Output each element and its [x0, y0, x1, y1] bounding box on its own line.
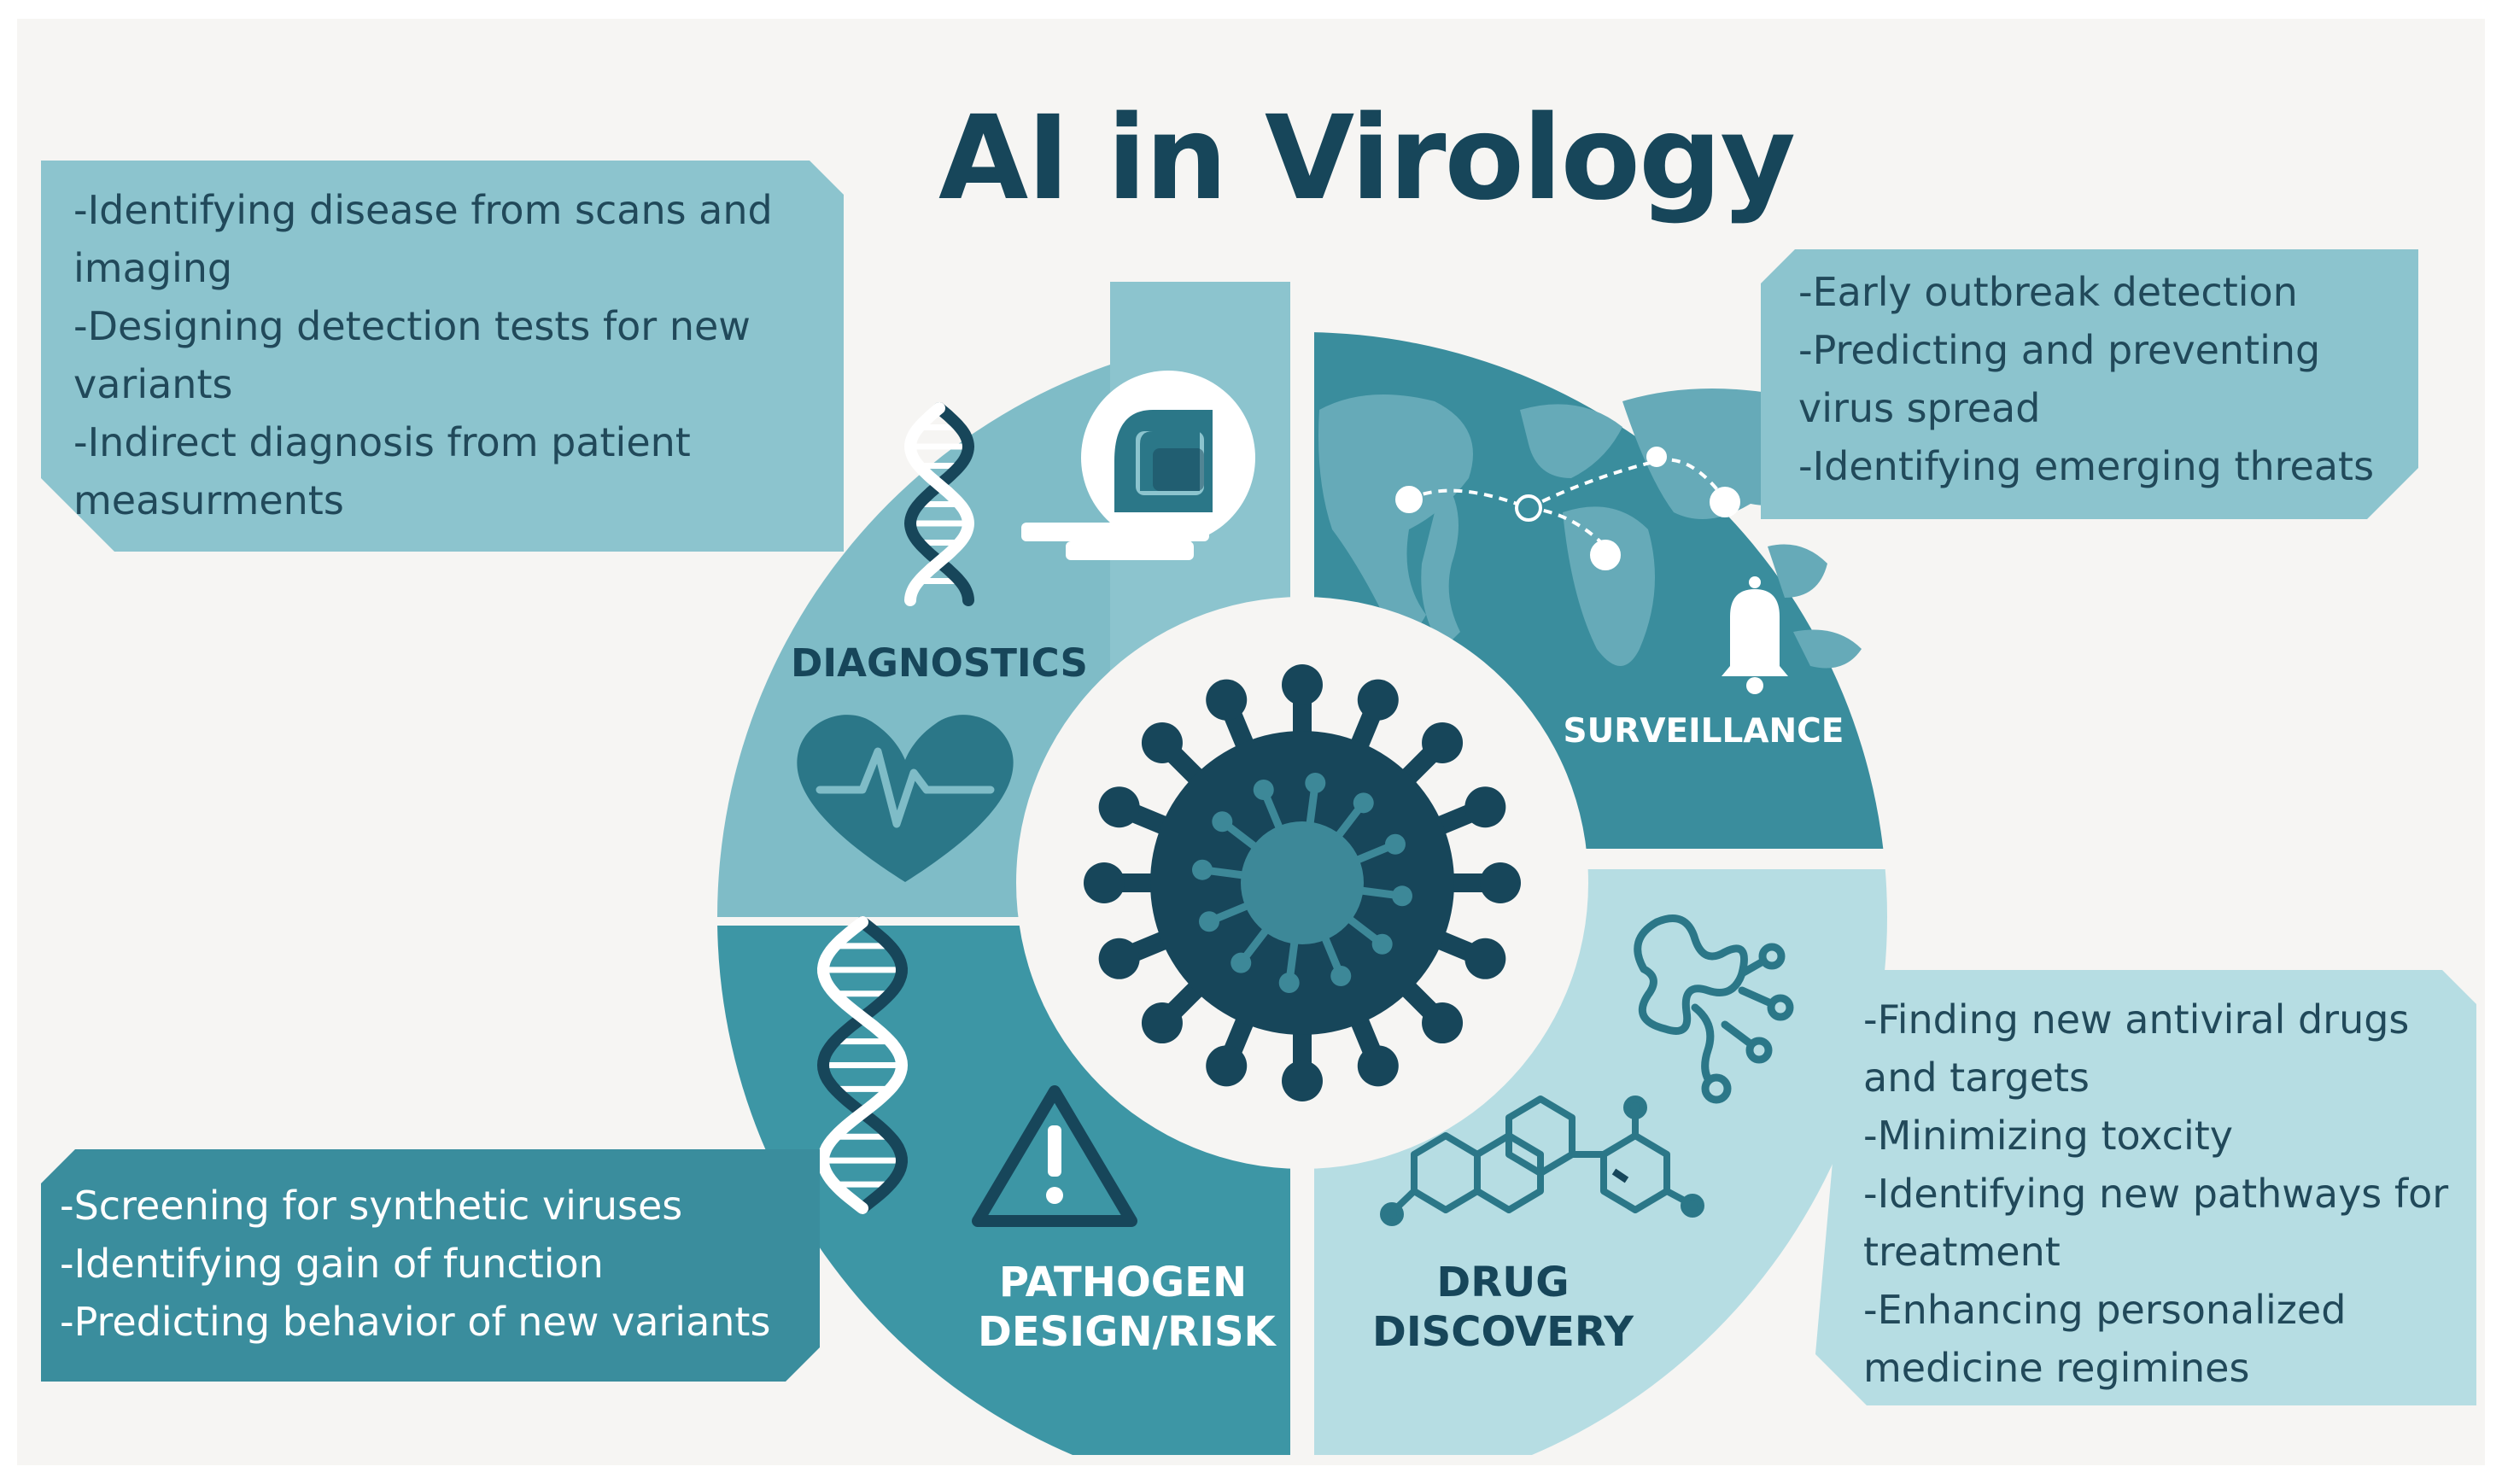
drug-label-line2: DISCOVERY — [1371, 1307, 1634, 1356]
page-title: AI in Virology — [938, 91, 1796, 226]
drug-item: medicine regimines — [1863, 1345, 2250, 1391]
dna-icon — [816, 916, 909, 1214]
diagnostics-item: measurments — [73, 477, 344, 523]
surveillance-label: SURVEILLANCE — [1563, 712, 1844, 751]
pathogen-item: -Screening for synthetic viruses — [60, 1183, 683, 1229]
warning-icon — [972, 1085, 1137, 1227]
mri-scanner-icon — [1021, 371, 1255, 560]
diagnostics-item: -Designing detection tests for new — [73, 303, 751, 349]
surveillance-item: virus spread — [1798, 385, 2041, 431]
diagnostics-item: imaging — [73, 245, 233, 291]
virus-icon — [1084, 664, 1521, 1101]
drug-item: -Enhancing personalized — [1863, 1287, 2347, 1333]
pathogen-design-risk-label: PATHOGEN DESIGN/RISK — [978, 1259, 1276, 1357]
diagnostics-callout: -Identifying disease from scans and imag… — [41, 161, 844, 552]
map-network-markers — [1395, 447, 1740, 570]
pathogen-label-line1: PATHOGEN — [998, 1259, 1248, 1306]
drug-label-line1: DRUG — [1436, 1259, 1570, 1306]
surveillance-item: -Identifying emerging threats — [1798, 443, 2375, 489]
diagnostics-item: variants — [73, 361, 233, 407]
pathogen-item: -Predicting behavior of new variants — [60, 1299, 771, 1345]
diagnostics-label: DIAGNOSTICS — [791, 640, 1088, 686]
drug-item: -Identifying new pathways for — [1863, 1171, 2449, 1217]
surveillance-item: -Predicting and preventing — [1798, 327, 2321, 373]
pathogen-item: -Identifying gain of function — [60, 1241, 604, 1287]
alert-bell-icon — [1722, 576, 1788, 694]
molecule-icon — [1380, 1095, 1704, 1226]
drug-item: -Finding new antiviral drugs — [1863, 996, 2410, 1043]
protein-structure-icon — [1634, 914, 1794, 1104]
drug-discovery-callout: -Finding new antiviral drugs and targets… — [1815, 970, 2476, 1405]
diagnostics-item: -Indirect diagnosis from patient — [73, 419, 691, 465]
pathogen-callout: -Screening for synthetic viruses -Identi… — [41, 1149, 820, 1382]
surveillance-callout: -Early outbreak detection -Predicting an… — [1761, 249, 2418, 519]
dna-icon — [903, 402, 975, 606]
drug-discovery-label: DRUG DISCOVERY — [1358, 1259, 1648, 1357]
drug-item: treatment — [1863, 1229, 2061, 1275]
surveillance-item: -Early outbreak detection — [1798, 269, 2298, 315]
drug-item: and targets — [1863, 1055, 2090, 1101]
drug-item: -Minimizing toxcity — [1863, 1113, 2234, 1159]
diagnostics-item: -Identifying disease from scans and — [73, 187, 773, 233]
pathogen-label-line2: DESIGN/RISK — [978, 1307, 1276, 1356]
heartbeat-icon — [797, 715, 1014, 882]
